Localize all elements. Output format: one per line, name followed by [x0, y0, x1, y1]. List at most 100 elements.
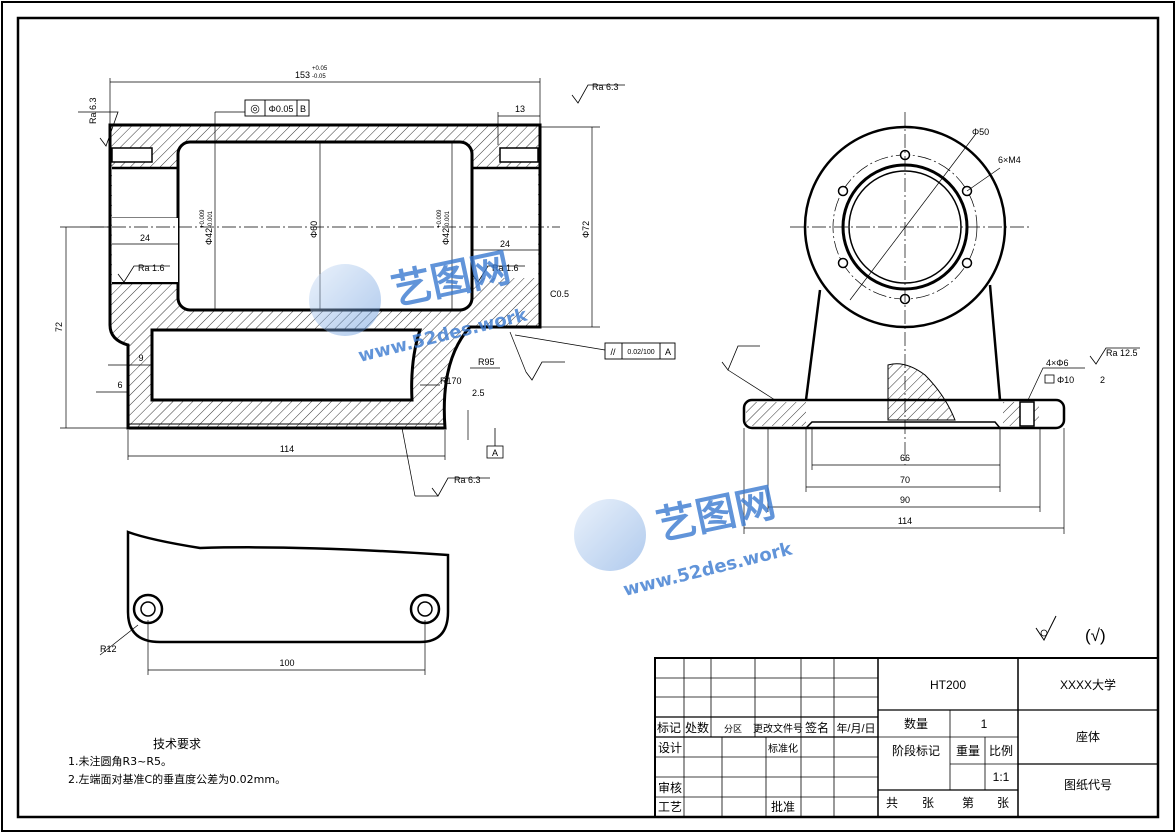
side-hole-cut	[1019, 401, 1035, 427]
dim-d50: Φ50	[972, 127, 989, 137]
front-section-view: 153 +0.05 -0.05 13 24 24 Φ42 +0.009 -0.0…	[54, 66, 676, 497]
tb-weight-label: 重量	[956, 744, 980, 758]
rough-symbol-inner-left	[117, 265, 170, 283]
fcf-conc-frame	[244, 99, 310, 117]
tb-rev-h5: 年/月/日	[836, 721, 875, 735]
dim-24-left: 24	[140, 233, 150, 243]
tb-material: HT200	[930, 678, 966, 692]
tb-scale-value: 1:1	[993, 770, 1010, 784]
dim-72-right: Φ72	[581, 221, 591, 238]
dim-bore-left-tol-up: +0.009	[200, 209, 206, 228]
bottom-outline	[126, 530, 450, 644]
dim-24-right: 24	[500, 239, 510, 249]
general-rough-circle	[1040, 629, 1048, 637]
dim-100: 100	[279, 658, 294, 668]
dim-bore-right-tol-up: +0.009	[437, 209, 443, 228]
watermark-2: 艺图网 www.52des.work	[574, 480, 795, 601]
dim-cbore-depth: 2	[1100, 375, 1105, 385]
tech-note-1: 1.未注圆角R3~R5。	[68, 755, 172, 768]
tapped-hole-left	[111, 147, 153, 163]
general-rough-note: (√)	[1085, 626, 1106, 645]
side-view: Φ50 6×M4 66 70 90 114 4×Φ6 Φ10 2 Ra 12.5	[721, 112, 1140, 534]
fcf-conc-symbol: ◎	[250, 103, 260, 115]
fcf-par-value: 0.02/100	[627, 349, 654, 356]
bottom-hole-right-inner	[417, 601, 433, 617]
left-bore-channel	[112, 168, 178, 218]
dim-70: 70	[900, 475, 910, 485]
tb-review: 审核	[658, 780, 682, 795]
fcf-conc-value: Φ0.05	[269, 104, 294, 114]
rough-inner-right: Ra 1.6	[492, 263, 519, 273]
dim-bore-left-tol-dn: -0.001	[208, 210, 214, 228]
dim-holes: 4×Φ6	[1046, 358, 1068, 368]
tb-rev-h4: 签名	[805, 720, 829, 735]
dim-bore-center: Φ60	[309, 221, 319, 238]
r12-leader	[99, 624, 139, 656]
dim-r170: R170	[440, 376, 462, 386]
tb-qty-value: 1	[981, 717, 988, 731]
tapped-hole-right	[499, 147, 539, 163]
dim-r95: R95	[478, 357, 495, 367]
rough-inner-left: Ra 1.6	[138, 263, 165, 273]
tb-drawing-code: 图纸代号	[1064, 778, 1112, 792]
dim-66: 66	[900, 453, 910, 463]
side-base-left-hatch	[746, 402, 806, 426]
title-block-text: HT200 XXXX大学 座体 图纸代号 数量 1 阶段标记 重量 比例 1:1…	[657, 677, 1116, 814]
right-bore-channel	[472, 168, 538, 278]
rough-symbol-top-left	[78, 111, 119, 147]
dim-114-side: 114	[898, 516, 912, 526]
rough-symbol-inner-right	[471, 265, 525, 283]
rough-symbol-bottom	[431, 477, 490, 497]
rough-bottom-leader	[401, 427, 416, 497]
m4-hole-6	[837, 185, 849, 197]
dim-6: 6	[117, 380, 122, 390]
tb-qty-label: 数量	[904, 716, 928, 731]
tech-notes: 技术要求 1.未注圆角R3~R5。 2.左端面对基准C的垂直度公差为0.02mm…	[68, 735, 388, 789]
title-block	[654, 657, 1159, 818]
rough-side-left-leader	[727, 369, 776, 401]
rough-side-right: Ra 12.5	[1106, 348, 1138, 358]
tb-sheets-total: 共	[886, 796, 898, 810]
watermark-name-2: 艺图网	[653, 480, 780, 550]
rough-right-leader	[509, 331, 527, 373]
tb-sheet-unit1: 张	[922, 796, 934, 810]
dim-chamfer: C0.5	[550, 289, 569, 299]
dim-m4: 6×M4	[998, 155, 1021, 165]
tb-process: 工艺	[658, 800, 682, 814]
tb-school: XXXX大学	[1060, 677, 1116, 692]
watermark-url-2: www.52des.work	[621, 538, 795, 601]
side-left-leg	[804, 289, 822, 401]
side-center-hatch	[887, 363, 956, 421]
tech-notes-title: 技术要求	[153, 737, 202, 751]
dim-114-front: 114	[280, 444, 294, 454]
lower-cavity	[150, 328, 423, 402]
dim-overall-tol-up: +0.05	[312, 66, 328, 72]
watermark-globe-icon	[309, 264, 381, 336]
tb-stage-label: 阶段标记	[892, 743, 940, 758]
side-base-recess	[805, 421, 1001, 429]
tb-approve: 批准	[771, 799, 795, 814]
d50-leader	[849, 134, 976, 301]
side-right-leg	[988, 284, 1002, 401]
tb-rev-h0: 标记	[657, 721, 681, 735]
m4-hole-3	[961, 257, 973, 269]
dim-90: 90	[900, 495, 910, 505]
rough-symbol-side-right	[1089, 347, 1140, 365]
fcf-par-leader	[514, 334, 606, 351]
tb-sheet-unit2: 张	[997, 796, 1009, 810]
general-rough-icon	[1035, 615, 1057, 641]
dim-bore-left: Φ42	[204, 228, 214, 245]
rough-top-left: Ra 6.3	[88, 97, 98, 124]
dim-9: 9	[138, 353, 143, 363]
rough-bottom: Ra 6.3	[454, 475, 481, 485]
dim-72-left: 72	[54, 322, 64, 332]
rough-symbol-side-left	[721, 345, 760, 371]
tb-part-name: 座体	[1076, 729, 1100, 744]
fcf-par-frame	[604, 342, 676, 360]
watermark-globe-icon-2	[574, 499, 646, 571]
dim-r12: R12	[100, 644, 117, 654]
bottom-hole-left-inner	[140, 601, 156, 617]
fcf-conc-ref: B	[300, 104, 306, 114]
holes-leader	[1027, 367, 1085, 401]
